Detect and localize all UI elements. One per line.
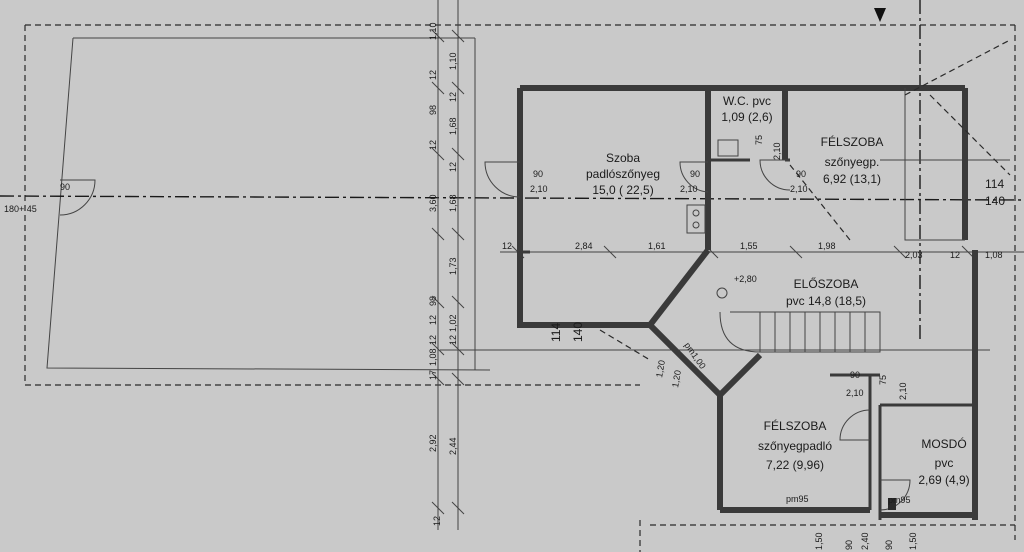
opening-dim: 2,10: [898, 382, 908, 400]
opening-dim: 90: [850, 370, 860, 380]
room-area: 2,69 (4,9): [918, 473, 969, 487]
horizontal-dim-labels: 12 2,84 1,61 1,55 1,98 2,03 12 1,08: [502, 241, 1003, 260]
attic-outline: [46, 37, 491, 371]
dim-label: 1,02: [448, 314, 458, 332]
dim-label: 90: [844, 540, 854, 550]
dim-label: 98: [428, 296, 438, 306]
dim-label: 90: [884, 540, 894, 550]
dim-label: 1,98: [818, 241, 836, 251]
opening-dim: 2,10: [680, 184, 698, 194]
room-floor: szőnyegpadló: [758, 439, 832, 453]
direction-marker-icon: [874, 8, 886, 22]
opening-dim: 140: [985, 194, 1005, 208]
dim-label: 1,73: [448, 257, 458, 275]
bottom-dim-labels: 1,50 90 2,40 90 1,50: [814, 532, 918, 550]
dim-label: 12: [448, 162, 458, 172]
room-area: 7,22 (9,96): [766, 458, 824, 472]
door-swings: [59, 159, 911, 511]
room-name: FÉLSZOBA: [821, 134, 884, 149]
dim-label: 12: [428, 70, 438, 80]
dim-label: 12: [448, 335, 458, 345]
dim-label: 12: [428, 140, 438, 150]
vertical-dim-labels-inner: 1,10 12 1,68 12 1,68 1,73 12 1,02 2,44: [448, 52, 458, 455]
outer-boundary: [24, 24, 1016, 540]
dim-label: 1,55: [740, 241, 758, 251]
dim-label: 2,40: [860, 532, 870, 550]
dim-label: 98: [428, 105, 438, 115]
room-szoba: Szoba padlószőnyeg 15,0 ( 22,5): [586, 151, 660, 197]
room-felszoba-top: FÉLSZOBA szőnyegp. 6,92 (13,1): [821, 134, 884, 186]
dim-label: 1,50: [814, 532, 824, 550]
room-name: MOSDÓ: [921, 436, 966, 451]
opening-dim: pm95: [888, 495, 911, 505]
opening-dim: 90: [533, 169, 543, 179]
room-area: pvc 14,8 (18,5): [786, 294, 866, 308]
dim-label: 1,08: [428, 348, 438, 366]
room-name: Szoba: [606, 151, 640, 165]
opening-dim: 114: [549, 323, 563, 342]
opening-dim: 180+ 45: [4, 204, 37, 214]
opening-dim: 2,10: [772, 142, 782, 160]
dim-label: 1,68: [448, 194, 458, 212]
level-mark: +2,80: [734, 274, 757, 284]
room-floor: pvc: [935, 456, 954, 470]
dim-label: 12: [428, 315, 438, 325]
room-name: FÉLSZOBA: [764, 418, 827, 433]
walls: [517, 85, 978, 520]
dim-label: 1,10: [448, 52, 458, 70]
dim-label: 12: [432, 516, 442, 526]
room-area: 6,92 (13,1): [823, 172, 881, 186]
opening-dim: pm95: [786, 494, 809, 504]
dim-label: 1,68: [448, 117, 458, 135]
dimension-chains: [431, 0, 1024, 530]
opening-dim: 75: [878, 375, 888, 385]
dim-label: 1,10: [428, 22, 438, 40]
dim-label: 12: [502, 241, 512, 251]
diagonal-dim-labels: 1,20 1,20: [654, 359, 683, 388]
room-floor: szőnyegp.: [825, 155, 880, 169]
dim-label: 2,44: [448, 437, 458, 455]
opening-dim: 90: [796, 169, 806, 179]
dim-label: 3,60: [428, 194, 438, 212]
dim-label: 1,50: [908, 532, 918, 550]
dim-label: 2,92: [428, 434, 438, 452]
dim-label: 12: [950, 250, 960, 260]
room-felszoba-bottom: FÉLSZOBA szőnyegpadló 7,22 (9,96): [758, 418, 832, 472]
room-eloszoba: ELŐSZOBA pvc 14,8 (18,5): [786, 276, 866, 308]
opening-labels: 90 180+ 45 90 2,10 90 2,10 75 2,10 90 2,…: [4, 135, 1005, 505]
dim-label: 17: [428, 370, 438, 380]
opening-dim: 75: [754, 135, 764, 145]
vertical-dim-labels-outer: 1,10 12 98 12 3,60 12 98 12 1,08 17 2,92…: [428, 22, 442, 526]
fixtures: [686, 139, 896, 510]
dim-label: 12: [448, 92, 458, 102]
dim-label: 1,20: [654, 359, 667, 378]
room-area: 1,09 (2,6): [721, 110, 772, 124]
opening-dim: 2,10: [846, 388, 864, 398]
room-area: 15,0 ( 22,5): [592, 183, 653, 197]
opening-dim: 114: [985, 177, 1004, 191]
roof-lines: [599, 39, 1011, 361]
opening-dim: 90: [60, 182, 70, 192]
dim-label: 2,84: [575, 241, 593, 251]
opening-dim: 2,10: [790, 184, 808, 194]
opening-dim: 2,10: [530, 184, 548, 194]
room-name: ELŐSZOBA: [794, 276, 859, 291]
dim-label: 12: [428, 335, 438, 345]
dim-label: 1,08: [985, 250, 1003, 260]
room-mosdo: MOSDÓ pvc 2,69 (4,9): [918, 436, 969, 487]
dim-label: 1,61: [648, 241, 666, 251]
staircase: [719, 311, 881, 353]
dim-label: 1,20: [670, 369, 683, 388]
opening-dim: 140: [571, 322, 585, 342]
room-wc: W.C. pvc 1,09 (2,6): [721, 94, 772, 124]
room-name: W.C. pvc: [723, 94, 771, 108]
room-floor: padlószőnyeg: [586, 167, 660, 181]
dim-label: 2,03: [905, 250, 923, 260]
opening-dim: 90: [690, 169, 700, 179]
